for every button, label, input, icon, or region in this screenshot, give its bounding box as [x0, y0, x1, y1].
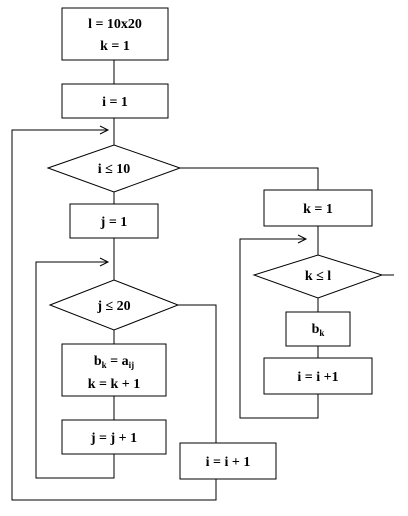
assign-b-main: b [94, 354, 102, 369]
k-condition-diamond [252, 254, 384, 299]
i-init-text: i = 1 [102, 95, 128, 110]
output-b-text: bk [312, 322, 325, 338]
output-b-main: b [312, 322, 320, 337]
assign-b-eq: = a [107, 354, 129, 369]
output-b-sub: k [319, 328, 324, 338]
k-reset-box [263, 189, 373, 227]
j-condition-diamond [48, 279, 180, 331]
j-init-text: j = 1 [100, 215, 128, 230]
inc-i-left-text: i = i + 1 [206, 455, 251, 470]
k-reset-text: k = 1 [303, 202, 333, 217]
i-condition-text: i ≤ 10 [98, 162, 131, 177]
j-condition-text: j ≤ 20 [96, 299, 130, 314]
inc-k-text: k = k + 1 [88, 377, 141, 392]
output-b-box [285, 311, 351, 347]
j-init-box [69, 203, 159, 239]
assign-b-text: bk = aij [94, 354, 134, 370]
connector-lines [11, 60, 394, 501]
init-box [61, 7, 169, 61]
assign-box [61, 343, 167, 397]
i-init-box [61, 83, 169, 119]
inc-i-right-box [263, 357, 373, 395]
inc-i-left-box [179, 442, 277, 480]
k-condition-text: k ≤ l [305, 269, 331, 284]
assign-b-sub: k [102, 360, 107, 370]
assign-b-sub2: ij [129, 360, 135, 370]
inc-j-text: j = j + 1 [90, 431, 137, 446]
init-k-text: k = 1 [100, 39, 130, 54]
inc-i-right-text: i = i +1 [297, 370, 338, 385]
inc-j-box [61, 419, 167, 455]
i-condition-diamond [46, 144, 182, 193]
init-l-text: l = 10x20 [88, 17, 142, 32]
